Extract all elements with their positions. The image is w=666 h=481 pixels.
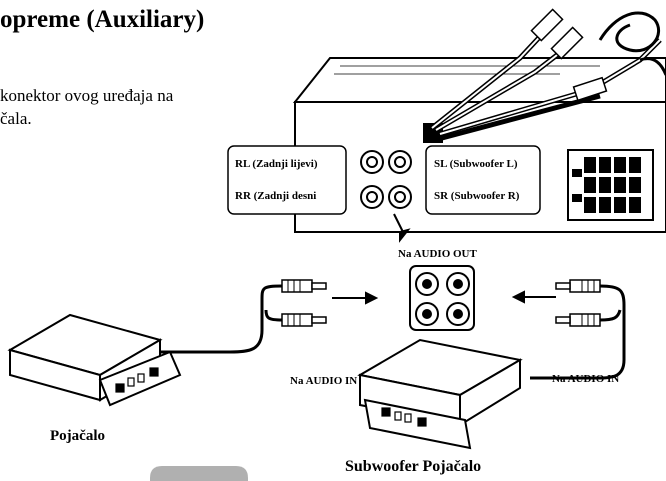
unit-top-texture bbox=[334, 65, 600, 75]
rca-plugs-top bbox=[530, 8, 608, 102]
right-rca-cable bbox=[530, 284, 626, 380]
intro-line-1: konektor ovog uređaja na bbox=[0, 86, 174, 105]
label-rl: RL (Zadnji lijevi) bbox=[235, 158, 318, 170]
label-sl: SL (Subwoofer L) bbox=[434, 158, 518, 170]
arrow-left-to-block bbox=[332, 291, 379, 305]
label-audio-in-left: Na AUDIO IN bbox=[290, 375, 358, 387]
left-rca-plug-grip bbox=[287, 280, 301, 326]
unit-rca-jacks bbox=[360, 150, 412, 209]
amplifier-controls bbox=[115, 367, 159, 393]
port-label-left bbox=[227, 145, 347, 215]
page-number-tab bbox=[150, 466, 248, 481]
right-rca-plug-grip bbox=[581, 280, 595, 326]
label-subwoofer-amplifier: Subwoofer Pojačalo bbox=[345, 458, 482, 475]
coiled-wire bbox=[598, 11, 666, 76]
label-audio-in-right: Na AUDIO IN bbox=[552, 373, 620, 385]
audio-out-jack-block bbox=[409, 265, 475, 331]
subwoofer-amplifier-controls bbox=[381, 407, 427, 427]
label-sr: SR (Subwoofer R) bbox=[434, 190, 520, 202]
arrow-to-audio-out bbox=[393, 213, 411, 243]
section-title: opreme (Auxiliary) bbox=[0, 6, 205, 33]
port-label-right bbox=[425, 145, 541, 215]
arrow-right-to-block bbox=[511, 290, 556, 304]
speaker-terminal-block bbox=[567, 149, 654, 221]
label-amplifier: Pojačalo bbox=[50, 428, 105, 444]
label-audio-out: Na AUDIO OUT bbox=[398, 248, 477, 260]
subwoofer-amplifier bbox=[357, 338, 523, 450]
left-rca-plugs bbox=[281, 279, 327, 327]
left-rca-cable bbox=[160, 284, 283, 354]
amplifier bbox=[7, 313, 182, 407]
label-rr: RR (Zadnji desni bbox=[235, 190, 317, 202]
right-rca-plugs bbox=[555, 279, 601, 327]
intro-text: konektor ovog uređaja na čala. bbox=[0, 84, 173, 130]
intro-line-2: čala. bbox=[0, 109, 32, 128]
